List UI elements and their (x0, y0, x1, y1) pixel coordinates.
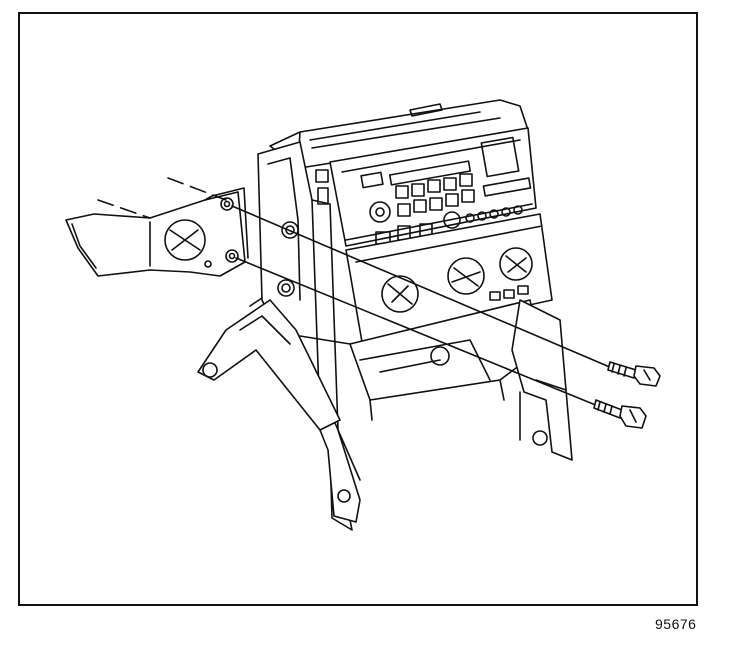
mounting-bracket (65, 187, 249, 277)
radio-hvac-housing (197, 99, 573, 531)
figure-number: 95676 (655, 616, 697, 632)
left-leg-hole (337, 489, 351, 503)
small-radio-buttons (465, 205, 523, 223)
upper-mount-boss (281, 221, 299, 239)
bolt-alignment-lines (231, 205, 613, 407)
mounting-hole (430, 346, 450, 366)
lower-mount-boss (277, 279, 295, 297)
hvac-center-knob (447, 257, 485, 295)
lower-bracket-hole (202, 362, 218, 378)
lower-bolt (593, 399, 647, 429)
hvac-left-knob (381, 275, 419, 313)
upper-bolt (607, 361, 661, 387)
radio-buttons (395, 173, 532, 217)
right-leg-hole (532, 430, 548, 446)
tune-knob (443, 211, 461, 229)
alignment-lines-left (97, 177, 227, 219)
volume-knob (369, 201, 391, 223)
hvac-right-knob (499, 247, 533, 281)
